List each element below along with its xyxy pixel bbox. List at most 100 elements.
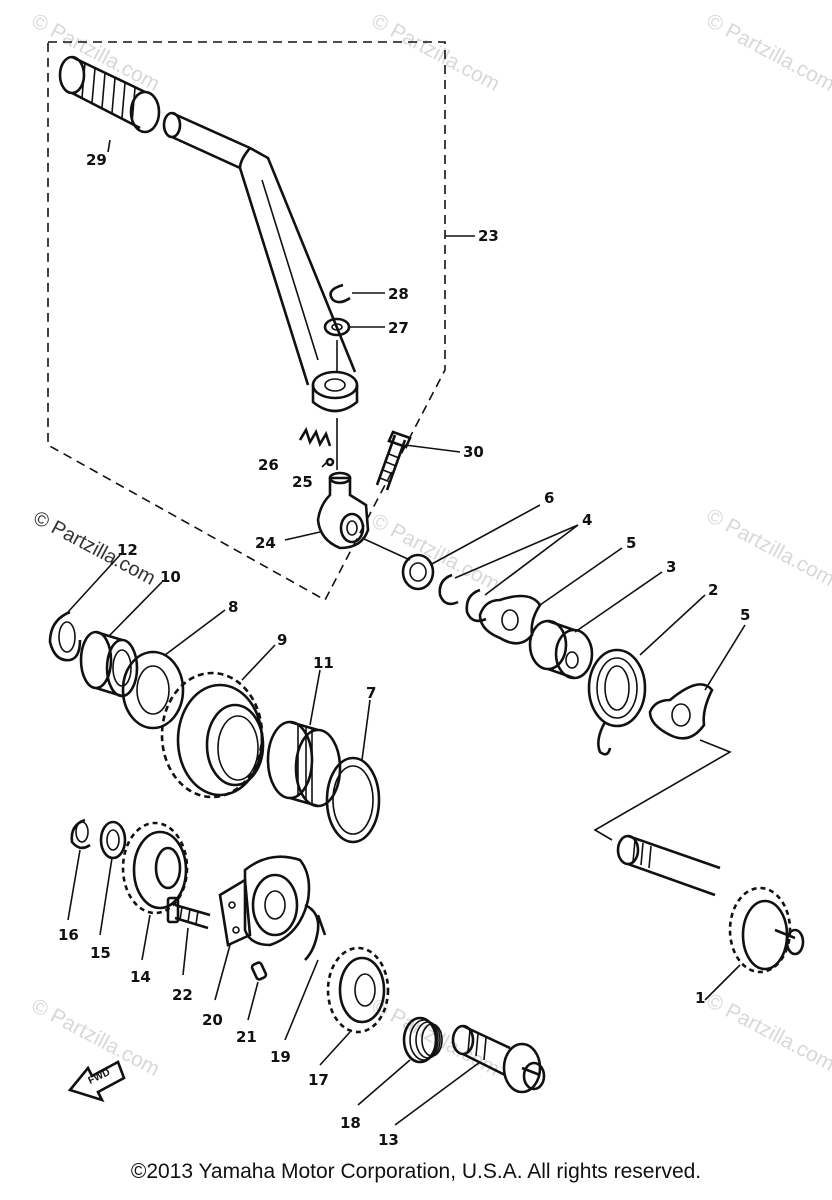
part-29-grip xyxy=(58,55,161,134)
callout-5b: 5 xyxy=(740,606,750,624)
watermark: © Partzilla.com xyxy=(30,507,159,590)
callout-22: 22 xyxy=(172,986,193,1004)
leader xyxy=(704,624,746,691)
fwd-arrow-icon: FWD xyxy=(67,1060,126,1103)
part-23-kick-lever xyxy=(162,111,359,413)
leader xyxy=(67,849,81,921)
watermark: © Partzilla.com xyxy=(368,9,504,96)
leader xyxy=(429,504,541,566)
callout-27: 27 xyxy=(388,319,409,337)
callout-13: 13 xyxy=(378,1131,399,1149)
callout-16: 16 xyxy=(58,926,79,944)
part-6-washer xyxy=(401,553,435,591)
leader xyxy=(214,944,231,1001)
callout-30: 30 xyxy=(463,443,484,461)
part-30-bolt xyxy=(375,430,412,491)
part-3-spring-guide xyxy=(528,619,594,680)
leader xyxy=(67,554,121,613)
callout-6: 6 xyxy=(544,489,554,507)
callout-14: 14 xyxy=(130,968,151,986)
callout-8: 8 xyxy=(228,598,238,616)
part-26-spring xyxy=(298,426,332,448)
callout-4: 4 xyxy=(582,511,592,529)
leader xyxy=(247,981,259,1021)
part-4-circlip xyxy=(438,573,487,623)
callout-17: 17 xyxy=(308,1071,329,1089)
leader xyxy=(109,581,163,636)
leader xyxy=(107,139,111,153)
part-1-kick-axle xyxy=(616,834,805,974)
leader xyxy=(639,594,706,656)
callout-11: 11 xyxy=(313,654,334,672)
callout-24: 24 xyxy=(255,534,276,552)
callout-29: 29 xyxy=(86,151,107,169)
callout-19: 19 xyxy=(270,1048,291,1066)
leader xyxy=(539,547,623,606)
watermark: © Partzilla.com xyxy=(703,9,832,96)
assembly-axis xyxy=(361,537,411,561)
watermark: © Partzilla.com xyxy=(28,994,164,1081)
callout-28: 28 xyxy=(388,285,409,303)
callout-3: 3 xyxy=(666,558,676,576)
leader xyxy=(394,1061,481,1126)
leader xyxy=(284,531,321,541)
leader xyxy=(141,914,151,961)
part-22-bolt xyxy=(166,896,211,930)
part-11-ratchet xyxy=(266,720,342,808)
leader xyxy=(361,699,371,761)
leader xyxy=(404,444,461,453)
callout-9: 9 xyxy=(277,631,287,649)
callout-15: 15 xyxy=(90,944,111,962)
callout-2: 2 xyxy=(708,581,718,599)
leader xyxy=(182,927,189,976)
watermark: © Partzilla.com xyxy=(28,9,164,96)
leader xyxy=(99,857,113,936)
callout-5a: 5 xyxy=(626,534,636,552)
callout-1: 1 xyxy=(695,989,705,1007)
assembly-axis xyxy=(593,739,732,841)
leader xyxy=(704,964,741,1001)
part-25-pin xyxy=(325,457,335,467)
leader xyxy=(357,1059,411,1106)
watermark: © Partzilla.com xyxy=(703,504,832,591)
leader xyxy=(241,644,276,681)
leader xyxy=(321,461,328,468)
callout-12: 12 xyxy=(117,541,138,559)
part-14-kick-idle-gear xyxy=(121,821,189,915)
part-13-shaft xyxy=(451,1024,546,1094)
leader xyxy=(319,1031,351,1066)
part-20-stopper-plate xyxy=(218,877,252,947)
callout-26: 26 xyxy=(258,456,279,474)
assembly-23-boundary xyxy=(47,41,446,602)
part-16-circlip xyxy=(70,818,91,850)
part-7-washer xyxy=(325,756,381,844)
part-5-plate xyxy=(478,594,542,645)
watermark: © Partzilla.com xyxy=(368,509,504,596)
part-24-kick-crank-boss xyxy=(316,471,370,550)
callout-25: 25 xyxy=(292,473,313,491)
part-18-spring xyxy=(402,1016,443,1064)
part-19-ratchet-holder xyxy=(243,855,327,961)
part-17-gear xyxy=(326,946,390,1034)
part-8-washer xyxy=(121,650,185,730)
part-12-circlip xyxy=(48,610,82,662)
part-2-torsion-spring xyxy=(587,648,647,756)
callout-7: 7 xyxy=(366,684,376,702)
leader xyxy=(284,959,319,1041)
callout-10: 10 xyxy=(160,568,181,586)
leader xyxy=(454,524,579,596)
part-9-kick-gear xyxy=(160,671,265,799)
part-15-washer xyxy=(99,820,127,860)
part-28-clip xyxy=(329,283,351,304)
callout-20: 20 xyxy=(202,1011,223,1029)
part-27-washer xyxy=(323,317,351,337)
callout-18: 18 xyxy=(340,1114,361,1132)
callout-23: 23 xyxy=(478,227,499,245)
part-10-collar xyxy=(79,630,139,698)
callout-21: 21 xyxy=(236,1028,257,1046)
watermark: © Partzilla.com xyxy=(703,989,832,1076)
part-5-plate xyxy=(648,683,714,740)
leader xyxy=(574,571,663,633)
part-21-pin xyxy=(250,961,268,981)
